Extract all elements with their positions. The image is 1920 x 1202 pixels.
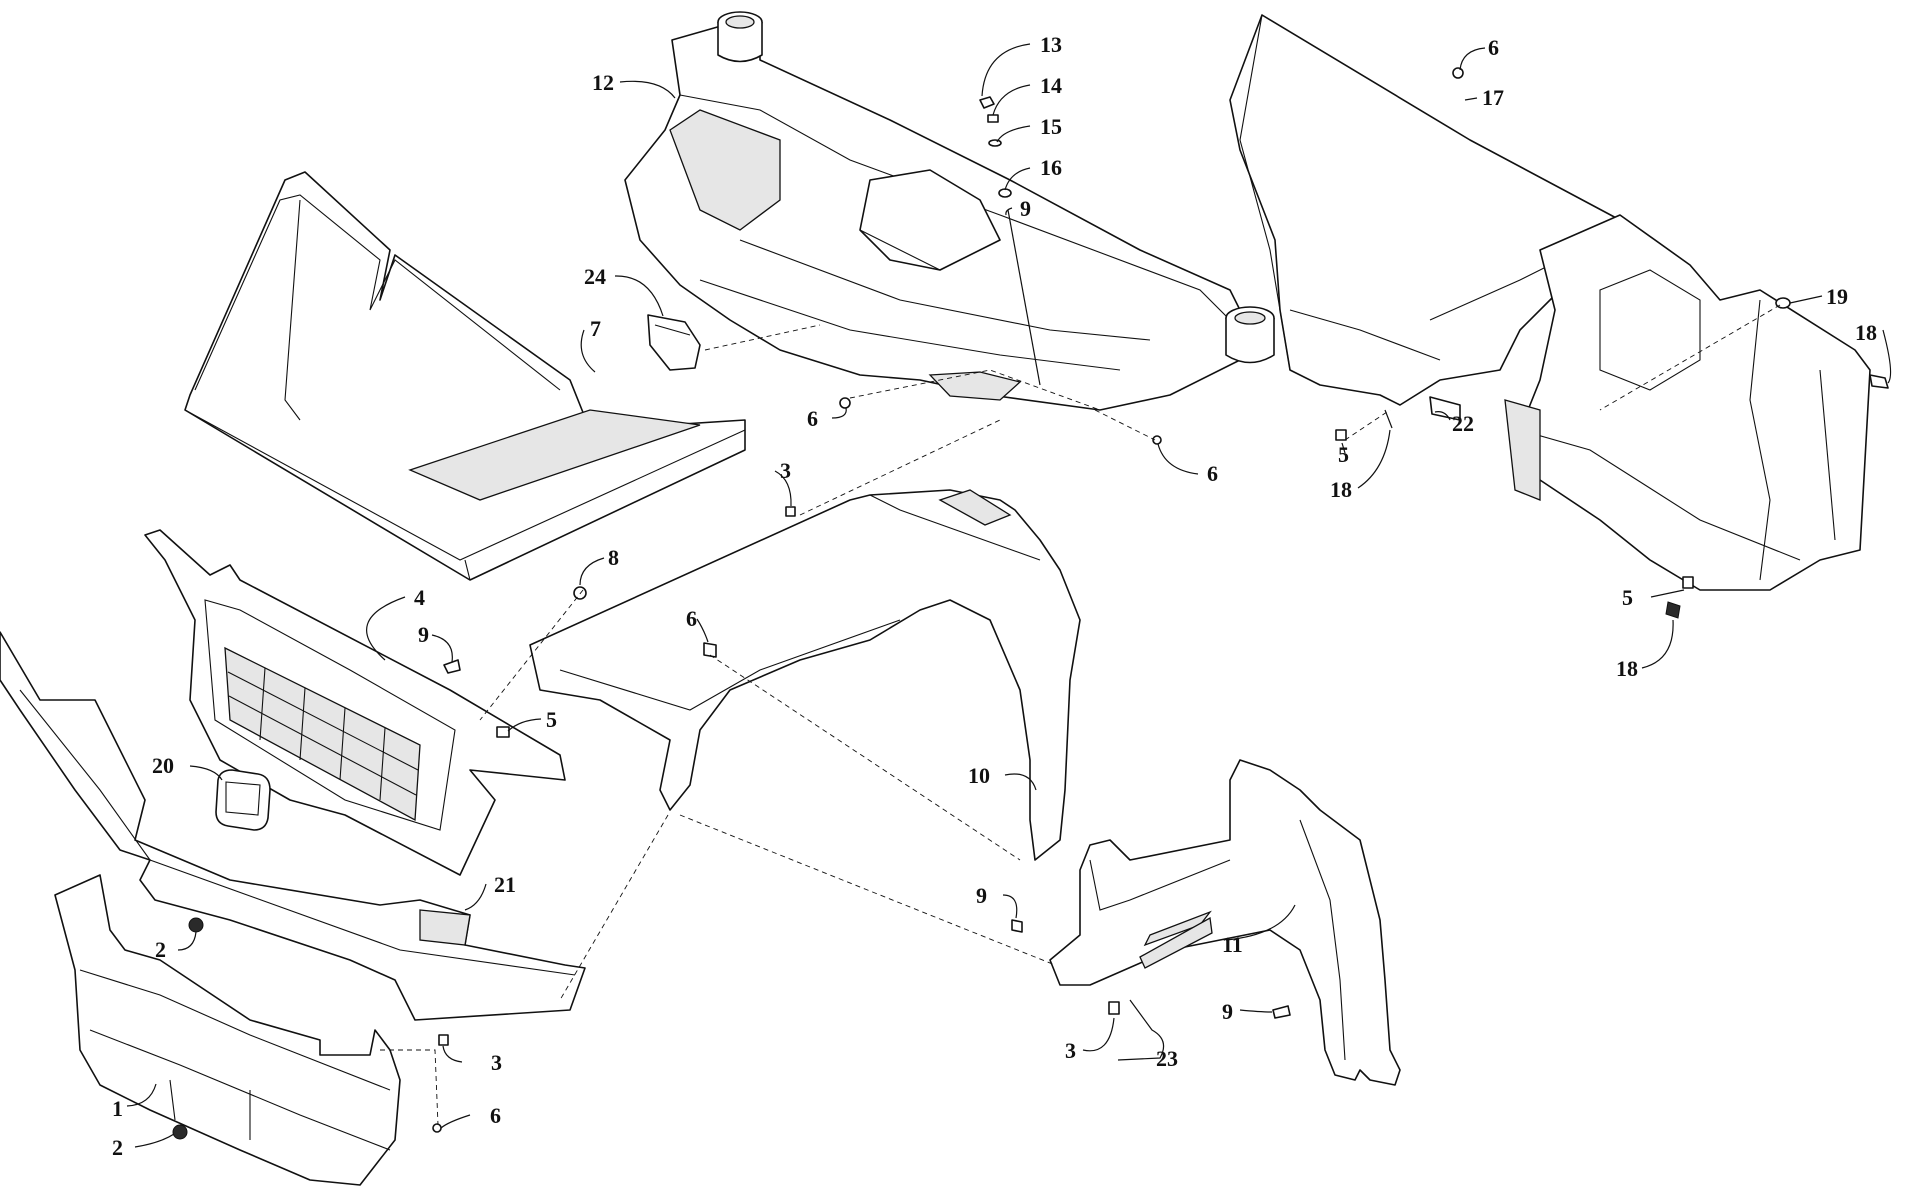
callout-labels: 12 13 14 15 16 9 24 7 6 6 6 17 19 18 22 … — [112, 32, 1877, 1160]
fastener-5-clip-b — [1682, 576, 1694, 589]
callout-6: 6 — [807, 406, 818, 431]
callout-6: 6 — [686, 606, 697, 631]
part-20-emblem — [215, 769, 271, 831]
fastener-18-screw-a — [1869, 374, 1889, 389]
part-4-grille — [144, 529, 566, 876]
callout-8: 8 — [608, 545, 619, 570]
callout-23: 23 — [1156, 1046, 1178, 1071]
callout-9: 9 — [1222, 999, 1233, 1024]
callout-17: 17 — [1482, 85, 1504, 110]
fastener-14-nut — [987, 114, 999, 123]
fastener-3-clip-a — [785, 506, 796, 517]
leader-lines — [126, 43, 1892, 1148]
fastener-9-screw-a — [443, 659, 461, 674]
callout-12: 12 — [592, 70, 614, 95]
callout-3: 3 — [1065, 1038, 1076, 1063]
callout-1: 1 — [112, 1096, 123, 1121]
callout-15: 15 — [1040, 114, 1062, 139]
callout-7: 7 — [590, 316, 601, 341]
callout-2: 2 — [155, 937, 166, 962]
fastener-5-clip-a — [1335, 429, 1347, 441]
callout-24: 24 — [584, 264, 606, 289]
callout-10: 10 — [968, 763, 990, 788]
callout-4: 4 — [414, 585, 425, 610]
fastener-13-clip — [979, 96, 995, 109]
fastener-9-screw-c — [1272, 1005, 1291, 1019]
fastener-6-screw-d — [703, 642, 717, 658]
callout-2: 2 — [112, 1135, 123, 1160]
part-7-hood — [184, 171, 746, 581]
callout-20: 20 — [152, 753, 174, 778]
callout-6: 6 — [1488, 35, 1499, 60]
fastener-8-washer — [573, 586, 587, 600]
assembly-lines — [380, 304, 1781, 1126]
callout-5: 5 — [1622, 585, 1633, 610]
callout-11: 11 — [1222, 932, 1243, 957]
fastener-18-screw-c — [1665, 601, 1681, 619]
fastener-9-screw-b — [1011, 919, 1023, 933]
callout-3: 3 — [780, 458, 791, 483]
callout-16: 16 — [1040, 155, 1062, 180]
fastener-6-screw-c — [1452, 67, 1464, 79]
part-12-front-upper-panel — [624, 11, 1275, 411]
fastener-6-screw-e — [432, 1123, 442, 1133]
part-21-front-bumper — [0, 631, 586, 1021]
callout-5: 5 — [546, 707, 557, 732]
part-10-fender-left — [529, 489, 1081, 861]
callout-18: 18 — [1330, 477, 1352, 502]
fastener-15-washer — [988, 139, 1002, 147]
part-right-side-panel — [1504, 214, 1871, 591]
callout-18: 18 — [1855, 320, 1877, 345]
callout-19: 19 — [1826, 284, 1848, 309]
grille-mesh — [224, 646, 421, 822]
callout-14: 14 — [1040, 73, 1062, 98]
fastener-2-nut-a — [188, 917, 204, 933]
callout-18: 18 — [1616, 656, 1638, 681]
fastener-16-grommet — [998, 188, 1012, 198]
part-11-fender-right — [1049, 759, 1401, 1086]
fastener-3-clip-b — [1108, 1001, 1120, 1015]
callout-5: 5 — [1338, 442, 1349, 467]
callout-13: 13 — [1040, 32, 1062, 57]
fastener-2-nut-b — [172, 1124, 188, 1140]
fastener-6-screw-b — [1152, 435, 1162, 445]
callout-6: 6 — [490, 1103, 501, 1128]
fastener-3-clip-c — [438, 1034, 449, 1046]
part-23-decal — [1139, 916, 1213, 969]
part-22-clip — [1429, 396, 1461, 421]
part-24-bracket — [647, 314, 701, 371]
fastener-9-rod — [1007, 209, 1041, 386]
fastener-6-screw-a — [839, 397, 851, 409]
callout-9: 9 — [418, 622, 429, 647]
callout-9: 9 — [976, 883, 987, 908]
fastener-5-clip-c — [496, 726, 510, 738]
callout-22: 22 — [1452, 411, 1474, 436]
callout-21: 21 — [494, 872, 516, 897]
callout-3: 3 — [491, 1050, 502, 1075]
callout-9: 9 — [1020, 196, 1031, 221]
callout-6: 6 — [1207, 461, 1218, 486]
